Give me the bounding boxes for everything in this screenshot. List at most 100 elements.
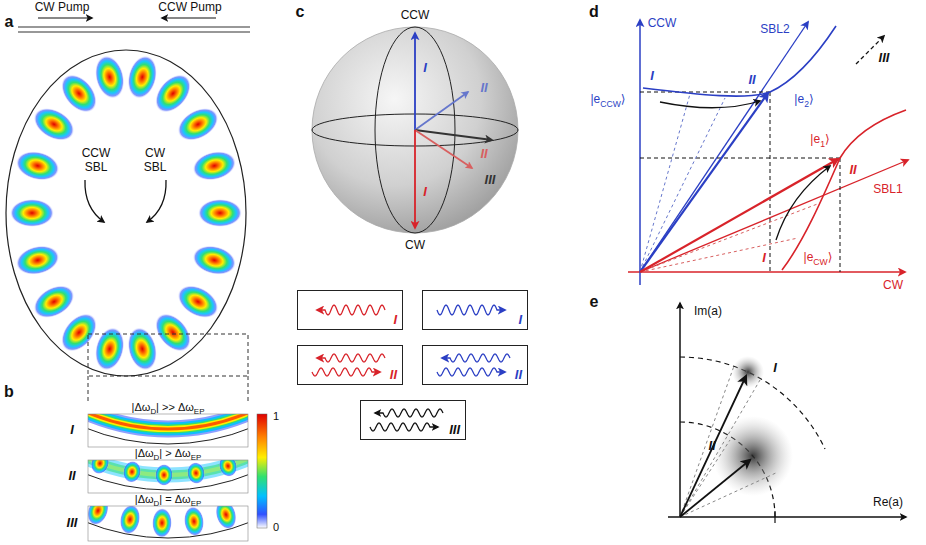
- wave-symbol: [370, 423, 438, 431]
- mode-lobe: [216, 460, 240, 479]
- state-vector: [415, 130, 472, 168]
- state-numeral: I: [773, 361, 777, 375]
- ring-outline: [5, 49, 247, 377]
- wave-box: I: [297, 290, 403, 330]
- state-vector: [415, 92, 468, 130]
- axis-label: |eCW⟩: [804, 251, 833, 264]
- axis-label: |e2⟩: [794, 93, 813, 106]
- zoom-box: [88, 334, 248, 376]
- axis-line: [668, 516, 906, 518]
- trajectory-vector: [640, 98, 725, 272]
- state-numeral: I: [70, 423, 74, 437]
- wave-symbol: [437, 305, 505, 315]
- panel-letter: c: [296, 3, 305, 21]
- axis-label: Re(a): [873, 496, 903, 509]
- mode-strip: [88, 506, 248, 541]
- panel-letter: e: [590, 293, 599, 311]
- laser-line: [640, 22, 808, 272]
- mode-band: [88, 414, 248, 429]
- state-numeral: I: [518, 313, 522, 328]
- mode-lobe: [13, 241, 62, 279]
- mode-lobe: [186, 461, 207, 485]
- annotation: |ΔωD| >> ΔωEP: [132, 401, 205, 413]
- resonator-ring: CCW SBL CW SBL: [5, 49, 247, 377]
- mode-strip: [88, 414, 248, 447]
- resonator-edge: [88, 506, 248, 538]
- mode-lobe: [123, 324, 161, 374]
- projection-line: [640, 158, 840, 159]
- strip-frame: [88, 460, 248, 493]
- state-numeral: I: [423, 61, 427, 75]
- axis-line: [679, 303, 681, 517]
- noise-blob: [732, 356, 764, 388]
- pump-arrow: [162, 17, 216, 18]
- zoom-line: [88, 376, 89, 403]
- eigenvector: [640, 93, 768, 272]
- mode-lobe: [182, 506, 206, 537]
- wave-box: II: [422, 345, 528, 385]
- direction-label: CW SBL: [144, 147, 167, 175]
- mode-lobe: [13, 147, 62, 185]
- mode-lobe: [190, 241, 239, 279]
- mode-lobe: [117, 506, 142, 536]
- mode-band: [88, 414, 248, 429]
- projection-line: [840, 158, 841, 272]
- trajectory-vector: [640, 238, 798, 272]
- mode-lobe: [172, 279, 224, 325]
- mode-lobe: [10, 199, 54, 227]
- wave-symbol: [317, 354, 385, 362]
- state-vector: [414, 33, 416, 130]
- panel-letter: d: [589, 3, 599, 21]
- panel-letter: a: [5, 13, 14, 31]
- evolution-arrow: [776, 166, 830, 240]
- axis-label: |e1⟩: [810, 133, 829, 146]
- mode-lobe: [91, 324, 129, 374]
- zoom-line: [248, 376, 249, 403]
- mode-strip: [88, 460, 248, 493]
- direction-label: CCW SBL: [82, 147, 111, 175]
- mode-band: [88, 414, 248, 429]
- annotation: 0: [273, 521, 279, 533]
- mode-lobe: [28, 279, 80, 325]
- state-vector: [414, 130, 416, 228]
- mode-lobe: [190, 147, 239, 185]
- phasor-arrow: [680, 376, 746, 517]
- axis-label: SBL1: [873, 183, 902, 196]
- state-numeral: I: [393, 313, 397, 328]
- state-numeral: III: [67, 516, 78, 530]
- wave-symbol: [312, 368, 380, 376]
- mode-lobe: [123, 52, 161, 102]
- state-numeral: II: [390, 368, 397, 383]
- state-numeral: II: [480, 147, 487, 161]
- mode-lobe: [91, 52, 129, 102]
- annotation: |ΔωD| > ΔωEP: [135, 447, 201, 459]
- wave-symbol: [375, 409, 443, 417]
- axis-label: Im(a): [694, 305, 722, 318]
- wave-symbol: [317, 305, 385, 315]
- waveguide-line: [18, 31, 250, 32]
- mode-lobe: [172, 101, 224, 147]
- state-numeral: II: [480, 81, 487, 95]
- eigen-trajectory: [782, 110, 906, 270]
- colorbar: [257, 414, 267, 528]
- axis-label: |eCCW⟩: [590, 93, 625, 106]
- bloch-sphere: [312, 27, 518, 233]
- annotation: 1: [273, 410, 279, 422]
- wave-box: II: [297, 345, 403, 385]
- waveguide-line: [18, 26, 250, 27]
- mode-lobe: [212, 506, 240, 532]
- state-numeral: I: [423, 185, 427, 199]
- state-numeral: II: [708, 439, 715, 453]
- state-numeral: III: [449, 423, 460, 438]
- axis-label: CW: [883, 279, 903, 292]
- spread-line: [680, 472, 778, 517]
- wave-box: III: [360, 400, 466, 440]
- resonator-edge: [88, 460, 248, 490]
- wave-box: I: [422, 290, 528, 330]
- axis-label: CCW: [401, 9, 430, 22]
- axis-tick: [774, 511, 775, 523]
- axis-label: CW Pump: [35, 1, 90, 14]
- pump-arrow: [38, 17, 92, 18]
